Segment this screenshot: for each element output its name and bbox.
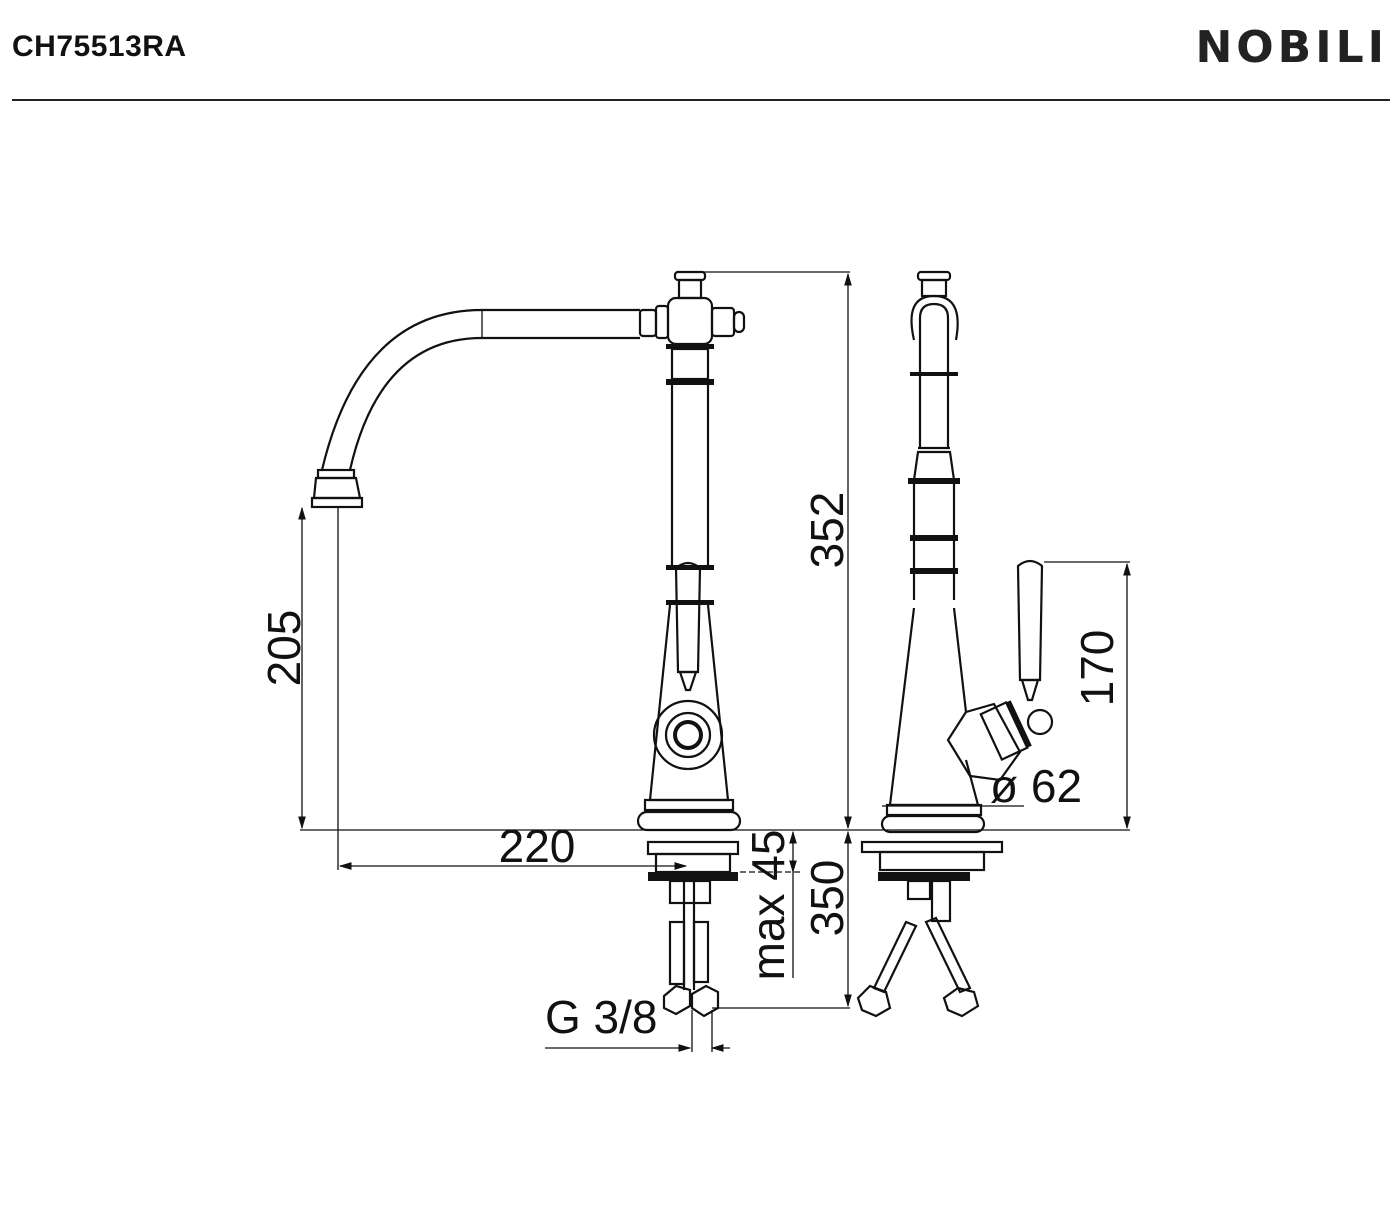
dim-spout-height: 205 (258, 610, 310, 687)
dimension-lines (298, 271, 1131, 1052)
dim-spout-reach: 220 (499, 820, 576, 872)
header-divider (12, 99, 1390, 101)
dim-connection: G 3/8 (545, 991, 658, 1043)
side-view (856, 270, 1054, 1018)
brand-logo: NOBILI (1195, 22, 1388, 73)
front-view (310, 270, 746, 1018)
product-code: CH75513RA (12, 30, 187, 63)
dim-hose-length: 350 (801, 860, 853, 937)
dim-base-diameter: ø 62 (990, 760, 1082, 812)
dim-lever-height: 170 (1071, 630, 1123, 707)
dim-max-deck: max 45 (742, 830, 794, 981)
dim-total-height: 352 (801, 492, 853, 569)
